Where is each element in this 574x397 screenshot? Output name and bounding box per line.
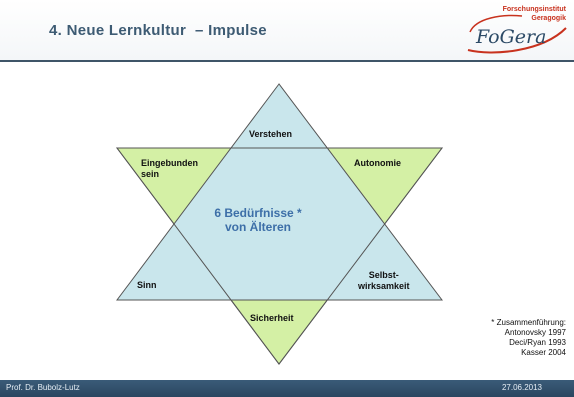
up-triangle [116,83,444,301]
center-label: 6 Bedürfnisse * von Älteren [198,206,318,234]
footnote-line: Antonovsky 1997 [504,328,566,337]
footnote-line: * Zusammenführung: [491,318,566,327]
center-label-line2: von Älteren [224,220,291,234]
slide-title: 4. Neue Lernkultur – Impulse [49,22,267,39]
footer-date: 27.06.2013 [501,383,542,392]
fogera-logo: Forschungsinstitut Geragogik FoGera [462,6,570,56]
slide-content: Verstehen Eingebunden sein Autonomie 6 B… [0,62,574,380]
down-triangle-outline [116,147,444,365]
label-selbst-line2: wirksamkeit [358,281,410,291]
logo-swoosh-icon [467,14,567,54]
label-sinn: Sinn [137,280,157,290]
center-label-line1: 6 Bedürfnisse * [214,206,302,220]
footnote-line: Deci/Ryan 1993 [509,338,566,347]
label-selbst-line1: Selbst- [368,270,399,280]
hexagram-diagram [116,83,444,365]
label-autonomie: Autonomie [354,158,401,168]
logo-institute-line2: Geragogik [531,15,566,22]
slide-footer: Prof. Dr. Bubolz-Lutz 27.06.2013 [0,380,574,397]
label-eingebunden-line1: Eingebunden [141,158,198,168]
footer-author: Prof. Dr. Bubolz-Lutz [6,383,80,392]
label-verstehen: Verstehen [249,129,293,139]
label-eingebunden: Eingebunden sein [141,158,198,180]
footnote-line: Kasser 2004 [521,348,566,357]
label-eingebunden-line2: sein [141,169,160,179]
slide-header: 4. Neue Lernkultur – Impulse Forschungsi… [0,0,574,62]
logo-brand: FoGera [476,26,547,48]
logo-institute-line1: Forschungsinstitut [502,6,566,13]
label-sicherheit: Sicherheit [250,313,294,323]
footnote: * Zusammenführung: Antonovsky 1997 Deci/… [491,318,566,358]
label-selbstwirksamkeit: Selbst- wirksamkeit [358,270,410,292]
